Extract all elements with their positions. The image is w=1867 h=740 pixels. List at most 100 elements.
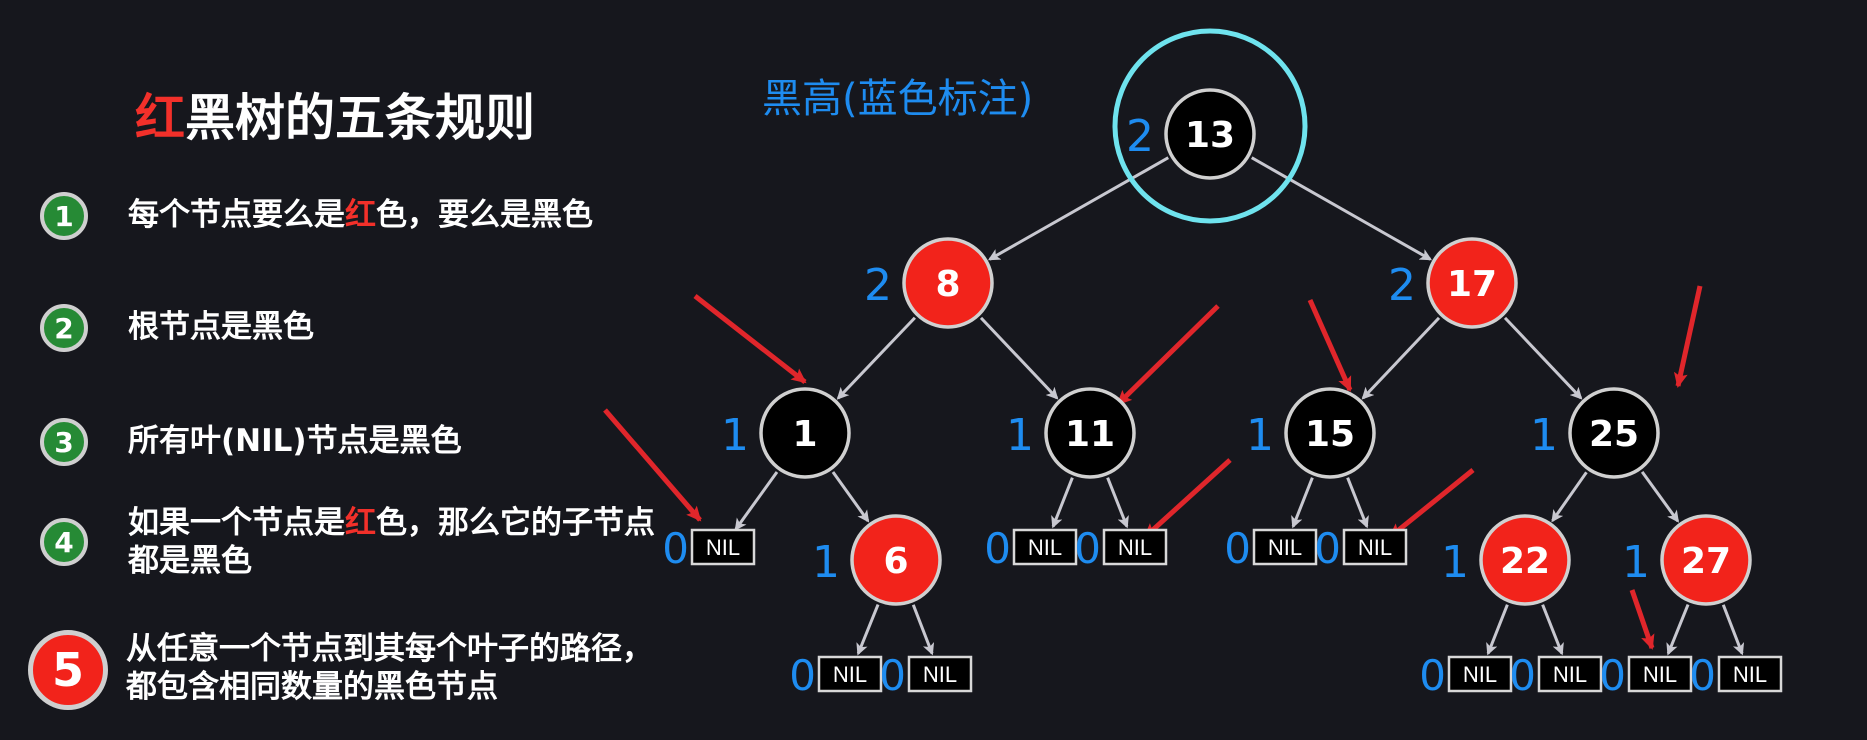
nil-black-height-label: 0 xyxy=(879,651,906,700)
tree-edge xyxy=(1666,603,1690,656)
node-label: 11 xyxy=(1065,414,1115,455)
nil-label: NIL xyxy=(1358,535,1392,560)
nil-leaf: NIL 0 xyxy=(1509,651,1603,700)
title-rest: 黑树的五条规则 xyxy=(185,89,535,147)
rule-text-red-part: 红 xyxy=(345,505,376,541)
nil-label: NIL xyxy=(923,662,957,687)
rule-text: 如果一个节点是红色，那么它的子节点都是黑色 xyxy=(128,504,668,580)
nil-label: NIL xyxy=(833,662,867,687)
rule-text: 所有叶(NIL)节点是黑色 xyxy=(128,422,668,460)
black-height-label: 1 xyxy=(1622,537,1650,588)
rule-text: 根节点是黑色 xyxy=(128,308,668,346)
black-height-label: 1 xyxy=(1006,410,1034,461)
nil-black-height-label: 0 xyxy=(1314,524,1341,573)
tree-edge xyxy=(979,316,1059,400)
nil-box xyxy=(1102,528,1168,566)
tree-node-27: 271 xyxy=(1622,514,1752,606)
tree-node-1: 11 xyxy=(721,387,851,479)
nil-leaf: NIL 0 xyxy=(1419,651,1513,700)
tree-edge xyxy=(1503,316,1583,400)
nil-label: NIL xyxy=(1553,662,1587,687)
rule-text-part: 色，那么它的子节点都是黑色 xyxy=(128,505,655,579)
black-height-label: 2 xyxy=(864,260,892,311)
tree-edge xyxy=(831,471,870,523)
black-height-label: 1 xyxy=(1246,410,1274,461)
nil-box xyxy=(1252,528,1318,566)
nil-label: NIL xyxy=(1733,662,1767,687)
node-circle xyxy=(1044,387,1136,479)
black-height-label: 2 xyxy=(1126,111,1154,162)
black-height-label: 1 xyxy=(721,410,749,461)
nil-black-height-label: 0 xyxy=(1689,651,1716,700)
nil-label: NIL xyxy=(706,535,740,560)
node-circle xyxy=(1660,514,1752,606)
nil-leaf: NIL 0 xyxy=(1314,524,1408,573)
red-pointer-arrow xyxy=(1673,285,1703,388)
nil-label: NIL xyxy=(1118,535,1152,560)
nil-black-height-label: 0 xyxy=(1599,651,1626,700)
tree-node-22: 221 xyxy=(1441,514,1571,606)
red-pointer-arrow xyxy=(693,294,807,384)
node-label: 6 xyxy=(883,541,908,582)
nil-black-height-label: 0 xyxy=(1419,651,1446,700)
tree-edge xyxy=(1106,477,1129,529)
title-red-part: 红 xyxy=(135,89,185,147)
black-height-label: 1 xyxy=(1530,410,1558,461)
tree-edge xyxy=(1541,604,1564,656)
tree-edge xyxy=(836,316,916,400)
node-label: 22 xyxy=(1500,541,1550,582)
nil-leaf: NIL 0 xyxy=(789,651,883,700)
rule-text-part: 从任意一个节点到其每个叶子的路径，都包含相同数量的黑色节点 xyxy=(126,631,653,705)
nil-leaf: NIL 0 xyxy=(1689,651,1783,700)
rule-text-part: 根节点是黑色 xyxy=(128,309,314,345)
black-height-label: 2 xyxy=(1388,260,1416,311)
rule-text-part: 色，要么是黑色 xyxy=(376,197,593,233)
black-height-caption: 黑高(蓝色标注) xyxy=(762,76,1033,122)
node-label: 25 xyxy=(1589,414,1639,455)
node-circle xyxy=(902,237,994,329)
nil-box xyxy=(690,528,756,566)
nil-box xyxy=(1447,655,1513,693)
nil-leaf: NIL 0 xyxy=(879,651,973,700)
nil-label: NIL xyxy=(1028,535,1062,560)
red-pointer-arrow xyxy=(1307,298,1353,392)
node-label: 17 xyxy=(1447,264,1497,305)
node-circle xyxy=(1426,237,1518,329)
nil-black-height-label: 0 xyxy=(1509,651,1536,700)
rule-number-badge: 2 xyxy=(40,304,88,352)
node-label: 1 xyxy=(792,414,817,455)
tree-edge xyxy=(734,471,779,531)
rule-number-badge: 3 xyxy=(40,418,88,466)
nil-box xyxy=(1537,655,1603,693)
nil-label: NIL xyxy=(1463,662,1497,687)
tree-node-17: 17 2 xyxy=(1388,237,1518,329)
rule-text-part: 每个节点要么是 xyxy=(128,197,345,233)
rule-3: 3 所有叶(NIL)节点是黑色 xyxy=(40,418,668,466)
nil-box xyxy=(1627,655,1693,693)
node-label: 15 xyxy=(1305,414,1355,455)
tree-edge xyxy=(1250,156,1433,261)
tree-edges xyxy=(734,156,1745,656)
tree-edge xyxy=(1721,604,1745,656)
rule-text-part: 所有叶(NIL)节点是黑色 xyxy=(128,423,462,459)
tree-edge xyxy=(1486,604,1509,656)
rule-text-part: 如果一个节点是 xyxy=(128,505,345,541)
nil-black-height-label: 0 xyxy=(1224,524,1251,573)
tree-node-15: 15 1 xyxy=(1246,387,1376,479)
nil-black-height-label: 0 xyxy=(789,651,816,700)
tree-edge xyxy=(911,604,935,656)
tree-node-25: 25 1 xyxy=(1530,387,1660,479)
nil-box xyxy=(907,655,973,693)
red-pointer-arrow xyxy=(603,408,702,522)
tree-edge xyxy=(856,603,880,656)
node-circle xyxy=(1568,387,1660,479)
